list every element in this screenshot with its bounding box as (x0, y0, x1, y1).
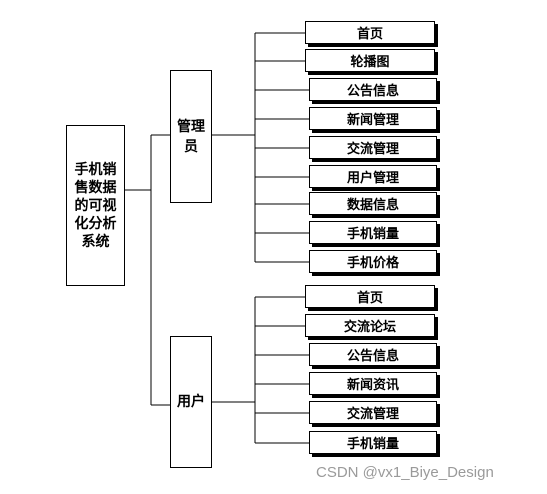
user-item-home: 首页 (305, 285, 435, 308)
user-item-news: 新闻资讯 (309, 372, 437, 395)
admin-item-sales: 手机销量 (309, 221, 437, 244)
user-item-sales: 手机销量 (309, 431, 437, 454)
user-item-label: 交流管理 (346, 407, 399, 422)
admin-item-carousel: 轮播图 (305, 49, 435, 72)
branch-node-user-label: 用户 (177, 394, 205, 410)
admin-item-label: 新闻管理 (346, 113, 399, 128)
admin-item-data: 数据信息 (309, 192, 437, 215)
user-item-label: 首页 (356, 291, 383, 306)
admin-item-label: 交流管理 (346, 142, 399, 157)
user-item-announcements: 公告信息 (309, 343, 437, 366)
admin-item-label: 轮播图 (350, 55, 390, 70)
branch-node-user: 用户 (170, 336, 212, 468)
user-item-label: 交流论坛 (343, 320, 396, 335)
admin-item-news: 新闻管理 (309, 107, 437, 130)
branch-node-admin: 管理员 (170, 70, 212, 203)
admin-item-label: 首页 (356, 27, 383, 42)
admin-item-forum: 交流管理 (309, 136, 437, 159)
watermark-text: CSDN @vx1_Biye_Design (316, 464, 494, 481)
admin-item-users: 用户管理 (309, 165, 437, 188)
admin-item-label: 手机销量 (346, 227, 399, 242)
user-item-forum: 交流论坛 (305, 314, 435, 337)
root-node: 手机销售数据的可视化分析系统 (66, 125, 125, 286)
root-node-label: 手机销售数据的可视化分析系统 (74, 161, 117, 250)
user-item-exchange: 交流管理 (309, 401, 437, 424)
admin-item-label: 手机价格 (346, 256, 399, 271)
user-item-label: 新闻资讯 (346, 378, 399, 393)
admin-item-announcements: 公告信息 (309, 78, 437, 101)
branch-node-admin-label: 管理员 (177, 118, 205, 155)
admin-item-home: 首页 (305, 21, 435, 44)
user-item-label: 公告信息 (346, 349, 399, 364)
admin-item-label: 数据信息 (346, 198, 399, 213)
admin-item-label: 公告信息 (346, 84, 399, 99)
user-item-label: 手机销量 (346, 437, 399, 452)
admin-item-price: 手机价格 (309, 250, 437, 273)
admin-item-label: 用户管理 (346, 171, 399, 186)
